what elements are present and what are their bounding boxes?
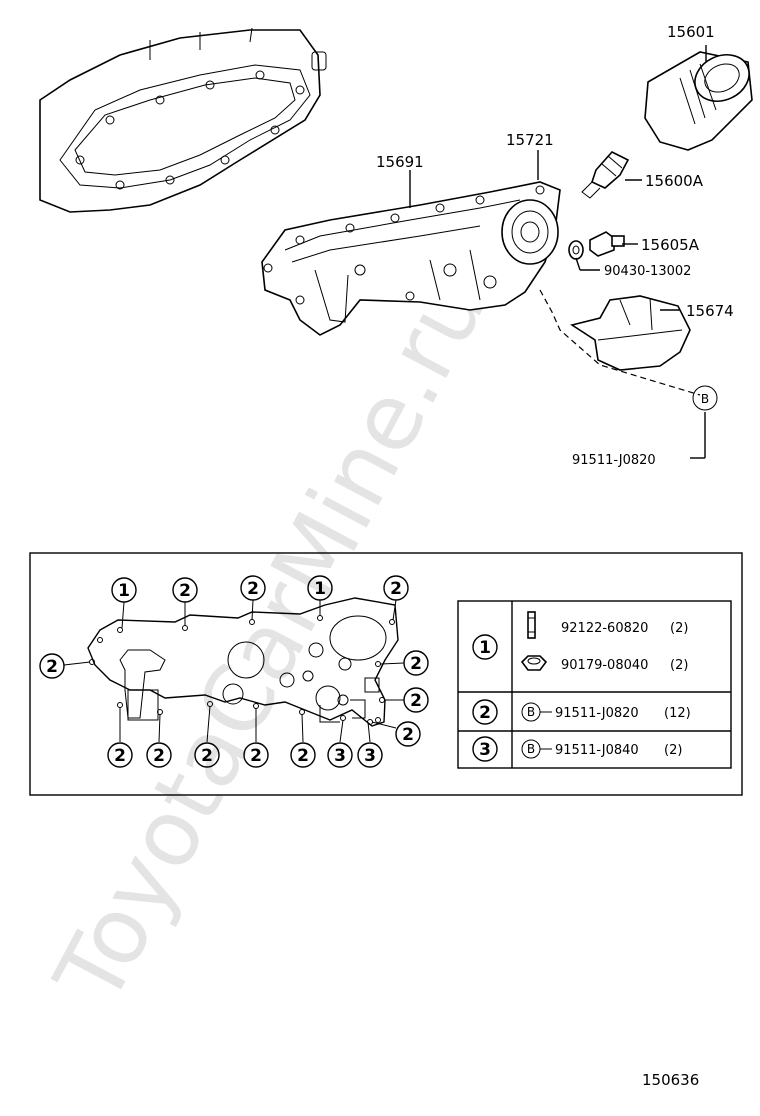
- mark-2-bottom-e: 2: [297, 746, 309, 766]
- mark-2-bottom-b: 2: [153, 746, 165, 766]
- legend-symbol-b-row3: B: [527, 742, 535, 756]
- gasket-washer-illustration: [568, 240, 584, 260]
- legend-part-91511-j0820: 91511-J0820: [555, 706, 639, 721]
- legend-qty-91511-j0820: (12): [664, 706, 691, 721]
- mark-2-bottom-a: 2: [114, 746, 126, 766]
- legend-key-3: 3: [479, 740, 491, 760]
- callout-bolt-b: 91511-J0820: [572, 453, 656, 468]
- legend-part-90179: 90179-08040: [561, 658, 648, 673]
- oil-cooler-assembly: [261, 181, 561, 336]
- legend-qty-92122: (2): [670, 621, 688, 636]
- callout-union-bolt: 15600A: [645, 172, 704, 190]
- legend-table: 1 92122-60820 (2) 90179-08040 (2) 2 B 91…: [457, 600, 732, 769]
- mark-2-top-b: 2: [247, 579, 259, 599]
- mark-2-bottom-c: 2: [201, 746, 213, 766]
- diagram-id: 150636: [642, 1071, 699, 1089]
- legend-symbol-b-row2: B: [527, 705, 535, 719]
- nut-icon: [520, 655, 548, 671]
- leader-lines: [409, 45, 707, 459]
- legend-qty-91511-j0840: (2): [664, 743, 682, 758]
- bolt-b-symbol-circle: [692, 385, 718, 411]
- gasket-callouts: [63, 599, 405, 743]
- callout-oil-cooler-cover: 15721: [506, 131, 554, 149]
- legend-part-92122: 92122-60820: [561, 621, 648, 636]
- mark-3-bottom-a: 3: [334, 746, 346, 766]
- watermark-text: ToyotaCarMine.ru: [34, 260, 506, 1021]
- legend-key-2: 2: [479, 703, 491, 723]
- mark-1-top-right: 1: [314, 579, 326, 599]
- mark-2-top-c: 2: [390, 579, 402, 599]
- mark-2-left: 2: [46, 657, 58, 677]
- callout-oil-filter: 15601: [667, 23, 715, 41]
- mark-2-right-b: 2: [410, 691, 422, 711]
- callout-baffle-plate: 15674: [686, 302, 734, 320]
- mark-1-top-left: 1: [118, 581, 130, 601]
- mark-3-bottom-b: 3: [364, 746, 376, 766]
- baffle-plate-illustration: [570, 295, 691, 371]
- gasket-marker-circles: 1 2 2 1 2 2 2 2 2 2 2 2 2 2 3 3: [39, 575, 429, 768]
- mark-2-right-c: 2: [402, 725, 414, 745]
- callout-gasket-washer: 90430-13002: [604, 264, 691, 279]
- callout-plug: 15605A: [641, 236, 700, 254]
- plug-illustration: [589, 231, 625, 257]
- mark-2-top-a: 2: [179, 581, 191, 601]
- engine-block-illustration: [39, 27, 327, 213]
- legend-part-91511-j0840: 91511-J0840: [555, 743, 639, 758]
- union-bolt-illustration: [581, 151, 630, 199]
- oil-filter-illustration: [644, 51, 753, 151]
- mark-2-bottom-d: 2: [250, 746, 262, 766]
- mark-2-right-a: 2: [410, 654, 422, 674]
- bolt-b-symbol: B: [701, 392, 709, 406]
- detail-box: [29, 552, 743, 796]
- callout-oil-cooler-gasket: 15691: [376, 153, 424, 171]
- legend-qty-90179: (2): [670, 658, 688, 673]
- legend-key-1: 1: [479, 638, 491, 658]
- stud-bolt-icon: [527, 611, 536, 639]
